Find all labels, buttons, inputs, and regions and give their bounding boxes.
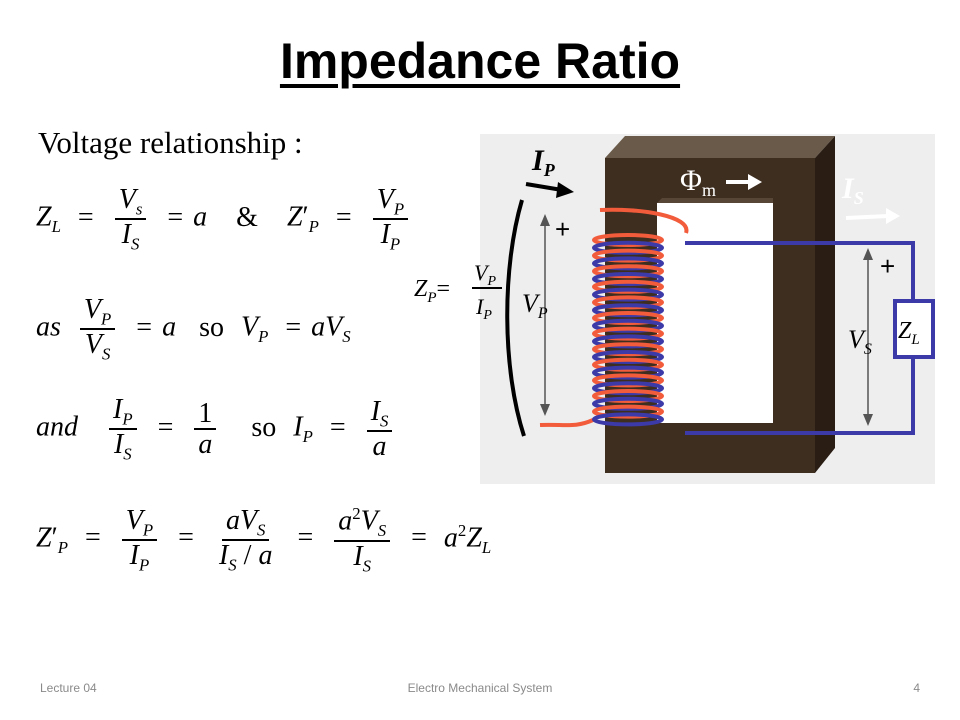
- primary-voltage-arrowhead-bottom: [540, 404, 550, 416]
- footer-lecture: Lecture 04: [40, 681, 97, 695]
- secondary-current-arrowhead: [886, 208, 900, 224]
- primary-coil-turn: [592, 342, 664, 357]
- secondary-voltage-arrowhead-top: [863, 248, 873, 260]
- secondary-coil-turn: [592, 412, 664, 427]
- primary-coil-turn: [592, 295, 664, 310]
- secondary-coil-turn: [592, 318, 664, 333]
- secondary-coil-turn: [592, 256, 664, 271]
- load-impedance-label: ZL: [898, 318, 920, 348]
- primary-coil-turn: [592, 326, 664, 341]
- secondary-coil-turn: [592, 381, 664, 396]
- flux-label: Φm: [680, 164, 716, 200]
- primary-coil-turn: [592, 404, 664, 419]
- secondary-voltage-label: VS: [848, 325, 872, 358]
- voltage-relationship-heading: Voltage relationship :: [38, 125, 303, 160]
- secondary-voltage-arrowhead-bottom: [863, 414, 873, 426]
- primary-voltage-label: VP: [522, 289, 548, 322]
- referred-impedance-denominator: IP: [475, 294, 492, 323]
- primary-current-label: IP: [531, 144, 556, 180]
- primary-coil-turn: [592, 389, 664, 403]
- secondary-coil-turn: [592, 396, 664, 411]
- secondary-coil-turn: [592, 350, 664, 364]
- primary-coil-turn: [592, 279, 664, 294]
- secondary-current-arrow-line: [845, 214, 889, 220]
- winding-coils: [592, 233, 664, 427]
- secondary-current-label: IS: [841, 172, 864, 208]
- primary-lead-top: [599, 207, 689, 234]
- secondary-plus-sign: +: [880, 251, 895, 281]
- primary-voltage-bracket: [505, 199, 526, 437]
- core-side-face: [815, 136, 835, 473]
- primary-voltage-arrowhead-top: [540, 214, 550, 226]
- core-top-face: [605, 136, 835, 158]
- referred-impedance-numerator: VP: [474, 260, 496, 289]
- secondary-coil-turn: [592, 240, 664, 255]
- secondary-coil-turn: [592, 334, 664, 349]
- load-impedance-box: [893, 299, 935, 359]
- slide-title: Impedance Ratio: [279, 33, 681, 89]
- secondary-coil-turn: [592, 272, 664, 286]
- secondary-coil-turn: [592, 287, 664, 302]
- transformer-diagram: IP Φm IS + + VP VS ZL ZP= VP IP: [414, 134, 935, 484]
- primary-coil-turn: [592, 373, 664, 388]
- secondary-coil-turn: [592, 365, 664, 380]
- window-top-shade: [657, 198, 773, 203]
- primary-lead-bottom: [539, 418, 594, 428]
- core-window: [657, 203, 773, 423]
- secondary-coil-turn: [592, 303, 664, 318]
- primary-coil-turn: [592, 248, 664, 263]
- primary-coil-turn: [592, 264, 664, 279]
- primary-coil-turn: [592, 357, 664, 372]
- primary-coil-turn: [592, 311, 664, 325]
- primary-current-arrow-line: [525, 182, 563, 192]
- primary-coil-turn: [592, 233, 664, 247]
- flux-arrowhead: [748, 174, 762, 190]
- footer-page-number: 4: [913, 681, 920, 695]
- primary-plus-sign: +: [555, 214, 570, 244]
- footer-course-name: Electro Mechanical System: [407, 681, 553, 695]
- referred-impedance-label: ZP=: [414, 276, 450, 306]
- primary-current-arrowhead: [556, 182, 574, 198]
